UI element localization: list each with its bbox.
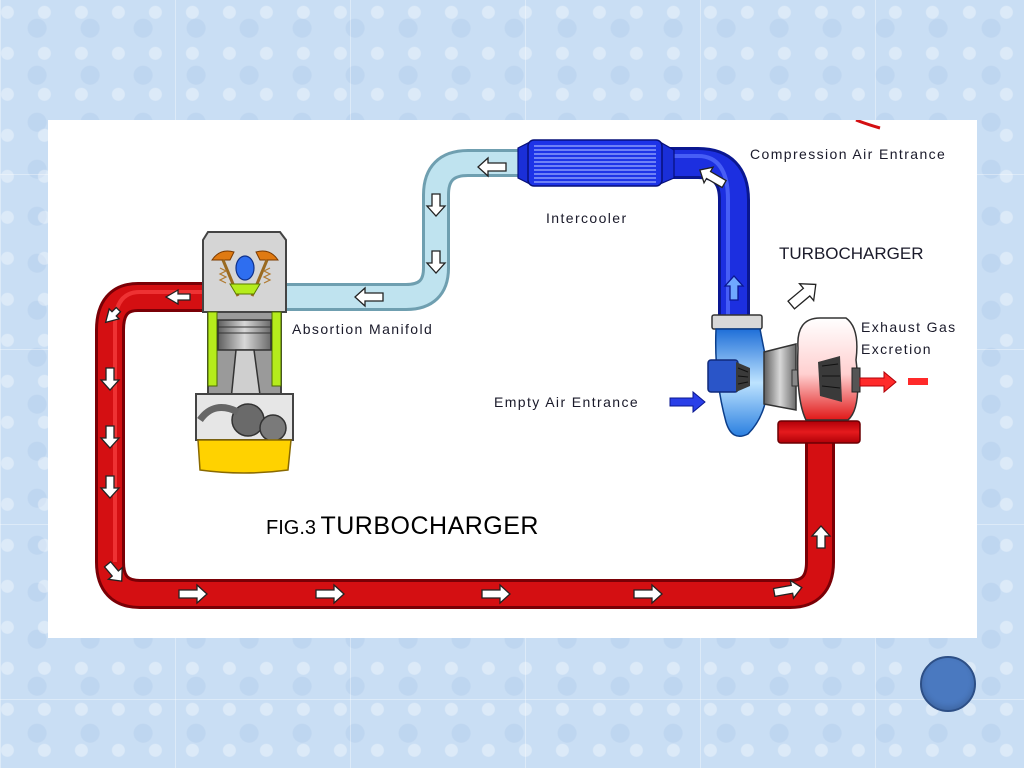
arrow-up-left-icon bbox=[699, 166, 728, 189]
intercooler-unit bbox=[517, 139, 675, 187]
flow-arrows bbox=[99, 156, 832, 605]
intake-pipe-cool bbox=[286, 149, 530, 311]
label-compression-air-entrance: Compression Air Entrance bbox=[750, 146, 947, 162]
arrow-right-icon bbox=[315, 583, 345, 605]
arrow-down-icon bbox=[425, 193, 447, 217]
arrow-right-icon bbox=[772, 579, 803, 600]
arrow-up-icon bbox=[810, 525, 832, 549]
arrow-down-left-icon bbox=[104, 306, 122, 324]
arrow-right-icon bbox=[633, 583, 663, 605]
arrow-left-icon bbox=[477, 156, 507, 178]
turbine-flange bbox=[777, 420, 861, 444]
caption-prefix: FIG.3 bbox=[266, 517, 317, 539]
arrow-right-icon bbox=[481, 583, 511, 605]
label-intercooler: Intercooler bbox=[546, 210, 628, 226]
label-absortion-manifold: Absortion Manifold bbox=[292, 321, 434, 337]
arrow-down-icon bbox=[425, 250, 447, 274]
caption-title: TURBOCHARGER bbox=[320, 512, 539, 540]
arrow-down-icon bbox=[99, 425, 121, 449]
label-exhaust-gas-excretion: Exhaust Gas Excretion bbox=[861, 316, 957, 360]
label-exhaust-line1: Exhaust Gas bbox=[861, 319, 957, 335]
label-exhaust-line2: Excretion bbox=[861, 341, 932, 357]
air-inlet-arrow-icon bbox=[669, 390, 706, 414]
exhaust-out-arrow-icon bbox=[859, 370, 928, 394]
pipe-fragment bbox=[855, 120, 881, 130]
arrow-down-icon bbox=[99, 475, 121, 499]
next-slide-button[interactable] bbox=[920, 656, 976, 712]
label-empty-air-entrance: Empty Air Entrance bbox=[494, 394, 640, 410]
arrow-right-icon bbox=[178, 583, 208, 605]
exhaust-pipe bbox=[95, 282, 835, 609]
engine-block bbox=[195, 231, 294, 474]
figure-caption: FIG.3 TURBOCHARGER bbox=[266, 512, 539, 541]
arrow-down-icon bbox=[99, 367, 121, 391]
turbocharger-diagram: Compression Air Entrance Intercooler TUR… bbox=[48, 120, 977, 638]
arrow-down-right-icon bbox=[103, 560, 123, 582]
label-turbocharger: TURBOCHARGER bbox=[779, 244, 924, 263]
intake-pipe-compressed bbox=[660, 147, 750, 315]
diagram-graphic bbox=[95, 120, 928, 609]
arrow-up-right-icon bbox=[787, 283, 817, 310]
arrow-left-icon bbox=[354, 286, 384, 308]
turbocharger-unit bbox=[707, 314, 861, 437]
arrow-left-icon bbox=[164, 288, 191, 306]
arrow-up-icon bbox=[723, 275, 745, 301]
